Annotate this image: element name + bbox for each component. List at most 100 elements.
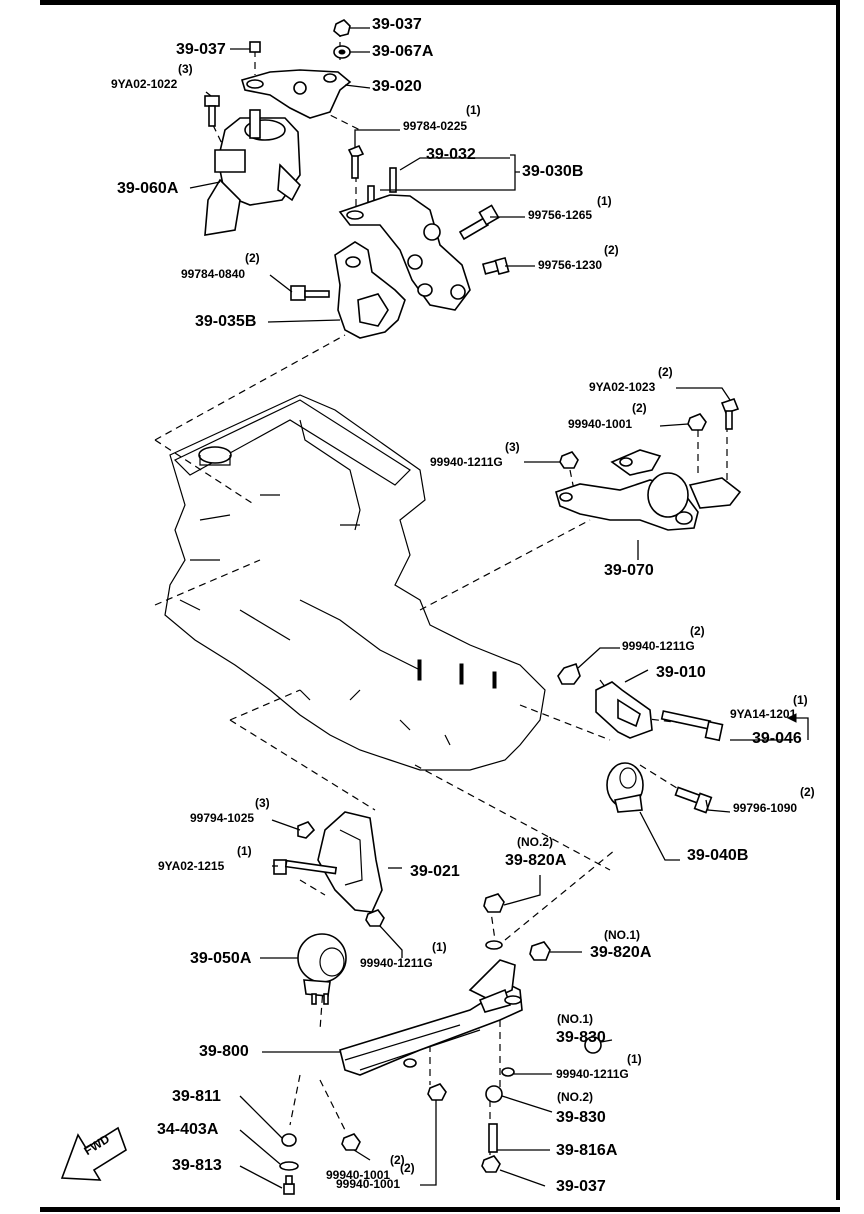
- qty-99940-1211g-b: (2): [690, 624, 705, 638]
- qty-99940-1211g-a: (3): [505, 440, 520, 454]
- label-39-067a: 39-067A: [372, 43, 434, 60]
- qty-39-830-no1: (NO.1): [557, 1012, 593, 1026]
- label-39-820a-no1: 39-820A: [590, 944, 652, 961]
- bolt-99756-1230-shape: [481, 256, 510, 276]
- nut-99940-1001-a-shape: [687, 413, 707, 431]
- bolt-99756-1265-shape: [458, 204, 500, 241]
- label-99940-1211g-c: 99940-1211G: [360, 956, 433, 970]
- engine-block: [164, 394, 546, 771]
- label-39-813: 39-813: [172, 1157, 222, 1174]
- label-39-037-top: 39-037: [372, 16, 422, 33]
- qty-99756-1265: (1): [597, 194, 612, 208]
- bolt-99794-1025-shape: [297, 821, 316, 839]
- label-99940-1211g-b: 99940-1211G: [622, 639, 695, 653]
- label-39-816a: 39-816A: [556, 1142, 618, 1159]
- label-99794-1025: 99794-1025: [190, 811, 255, 825]
- label-39-037-left: 39-037: [176, 41, 226, 58]
- label-9ya02-1215: 9YA02-1215: [158, 859, 225, 873]
- label-99940-1001-c: 99940-1001: [336, 1177, 401, 1191]
- washer-39-067a-shape: [333, 45, 351, 59]
- bracket-39-021-shape: [317, 811, 383, 913]
- qty-99784-0840: (2): [245, 251, 260, 265]
- label-39-800: 39-800: [199, 1043, 249, 1060]
- label-39-060a: 39-060A: [117, 180, 179, 197]
- mount-39-060a-shape: [204, 109, 301, 236]
- qty-99940-1211g-c: (1): [432, 940, 447, 954]
- bushing-39-830-no2-shape: [485, 1085, 503, 1103]
- bushing-39-820a-no2-shape: [483, 893, 505, 913]
- qty-39-820a-no2: (NO.2): [517, 835, 553, 849]
- label-39-050a: 39-050A: [190, 950, 252, 967]
- fwd-arrow-icon: [60, 1126, 127, 1181]
- qty-99940-1211g-d: (1): [627, 1052, 642, 1066]
- qty-99756-1230: (2): [604, 243, 619, 257]
- label-99940-1211g-a: 99940-1211G: [430, 455, 503, 469]
- label-39-830-no2: 39-830: [556, 1109, 606, 1126]
- label-39-820a-no2: 39-820A: [505, 852, 567, 869]
- label-99940-1001-b: 99940-1001: [326, 1168, 391, 1182]
- label-99940-1211g-d: 99940-1211G: [556, 1067, 629, 1081]
- qty-99796-1090: (2): [800, 785, 815, 799]
- label-99940-1001-a: 99940-1001: [568, 417, 633, 431]
- bushing-39-811-shape: [281, 1133, 297, 1147]
- label-39-010: 39-010: [656, 664, 706, 681]
- qty-39-830-no2: (NO.2): [557, 1090, 593, 1104]
- qty-99940-1001-a: (2): [632, 401, 647, 415]
- nut-39-037-left-shape: [230, 41, 261, 53]
- stud-39-816a-shape: [488, 1123, 498, 1153]
- bolt-9ya02-1215-shape: [273, 859, 338, 875]
- label-39-020: 39-020: [372, 78, 422, 95]
- qty-99784-0225: (1): [466, 103, 481, 117]
- label-99784-0840: 99784-0840: [181, 267, 246, 281]
- bracket-39-020-shape: [241, 69, 352, 119]
- label-39-037-bottom: 39-037: [556, 1178, 606, 1195]
- nut-39-037-top-shape: [333, 19, 351, 37]
- reference-dashed-lines: [154, 30, 728, 1160]
- bolt-9ya02-1022-shape: [204, 95, 220, 127]
- frame-bottom-border: [40, 1207, 840, 1212]
- frame-right-border: [836, 0, 840, 1200]
- bracket-39-010-shape: [595, 681, 653, 739]
- bolt-39-046-shape: [660, 710, 724, 742]
- frame-top-border: [40, 0, 840, 5]
- mount-39-040b-shape: [606, 762, 644, 813]
- label-39-021: 39-021: [410, 863, 460, 880]
- nut-99940-1211g-a-shape: [559, 451, 579, 469]
- bracket-39-035b-shape: [334, 241, 406, 339]
- nut-39-037-bottom-shape: [481, 1155, 501, 1173]
- label-39-811: 39-811: [172, 1088, 221, 1105]
- label-9ya14-1201: 9YA14-1201: [730, 707, 797, 721]
- label-9ya02-1022: 9YA02-1022: [111, 77, 178, 91]
- washer-34-403a-shape: [279, 1161, 299, 1171]
- mount-39-070-shape: [555, 449, 742, 531]
- label-39-035b: 39-035B: [195, 313, 257, 330]
- qty-9ya14-1201: (1): [793, 693, 808, 707]
- leader-lines: [189, 27, 809, 1189]
- nut-99940-1001-c-shape: [427, 1083, 447, 1101]
- label-99756-1230: 99756-1230: [538, 258, 603, 272]
- label-39-030b: 39-030B: [522, 163, 584, 180]
- qty-39-820a-no1: (NO.1): [604, 928, 640, 942]
- label-39-830-no1: 39-830: [556, 1029, 606, 1046]
- bushing-39-830-no1-shape: [584, 1036, 602, 1054]
- qty-9ya02-1215: (1): [237, 844, 252, 858]
- qty-99940-1001-c: (2): [400, 1161, 415, 1175]
- bolt-99784-0225-shape: [347, 144, 365, 179]
- qty-9ya02-1022: (3): [178, 62, 193, 76]
- mount-39-050a-shape: [297, 933, 347, 1005]
- bolt-9ya02-1023-shape: [720, 398, 740, 430]
- bracket-39-030b-shape: [338, 194, 471, 311]
- stud-39-032-shape: [367, 167, 397, 211]
- nut-99940-1001-b-shape: [341, 1133, 361, 1151]
- nut-99940-1211g-d-shape: [501, 1067, 515, 1077]
- qty-99794-1025: (3): [255, 796, 270, 810]
- qty-9ya02-1023: (2): [658, 365, 673, 379]
- label-39-040b: 39-040B: [687, 847, 749, 864]
- label-34-403a: 34-403A: [157, 1121, 219, 1138]
- nut-99940-1211g-b-shape: [557, 662, 581, 685]
- label-39-046: 39-046: [752, 730, 802, 747]
- crossmember-39-800-shape: [339, 940, 523, 1076]
- label-39-070: 39-070: [604, 562, 654, 579]
- label-99756-1265: 99756-1265: [528, 208, 593, 222]
- label-99796-1090: 99796-1090: [733, 801, 798, 815]
